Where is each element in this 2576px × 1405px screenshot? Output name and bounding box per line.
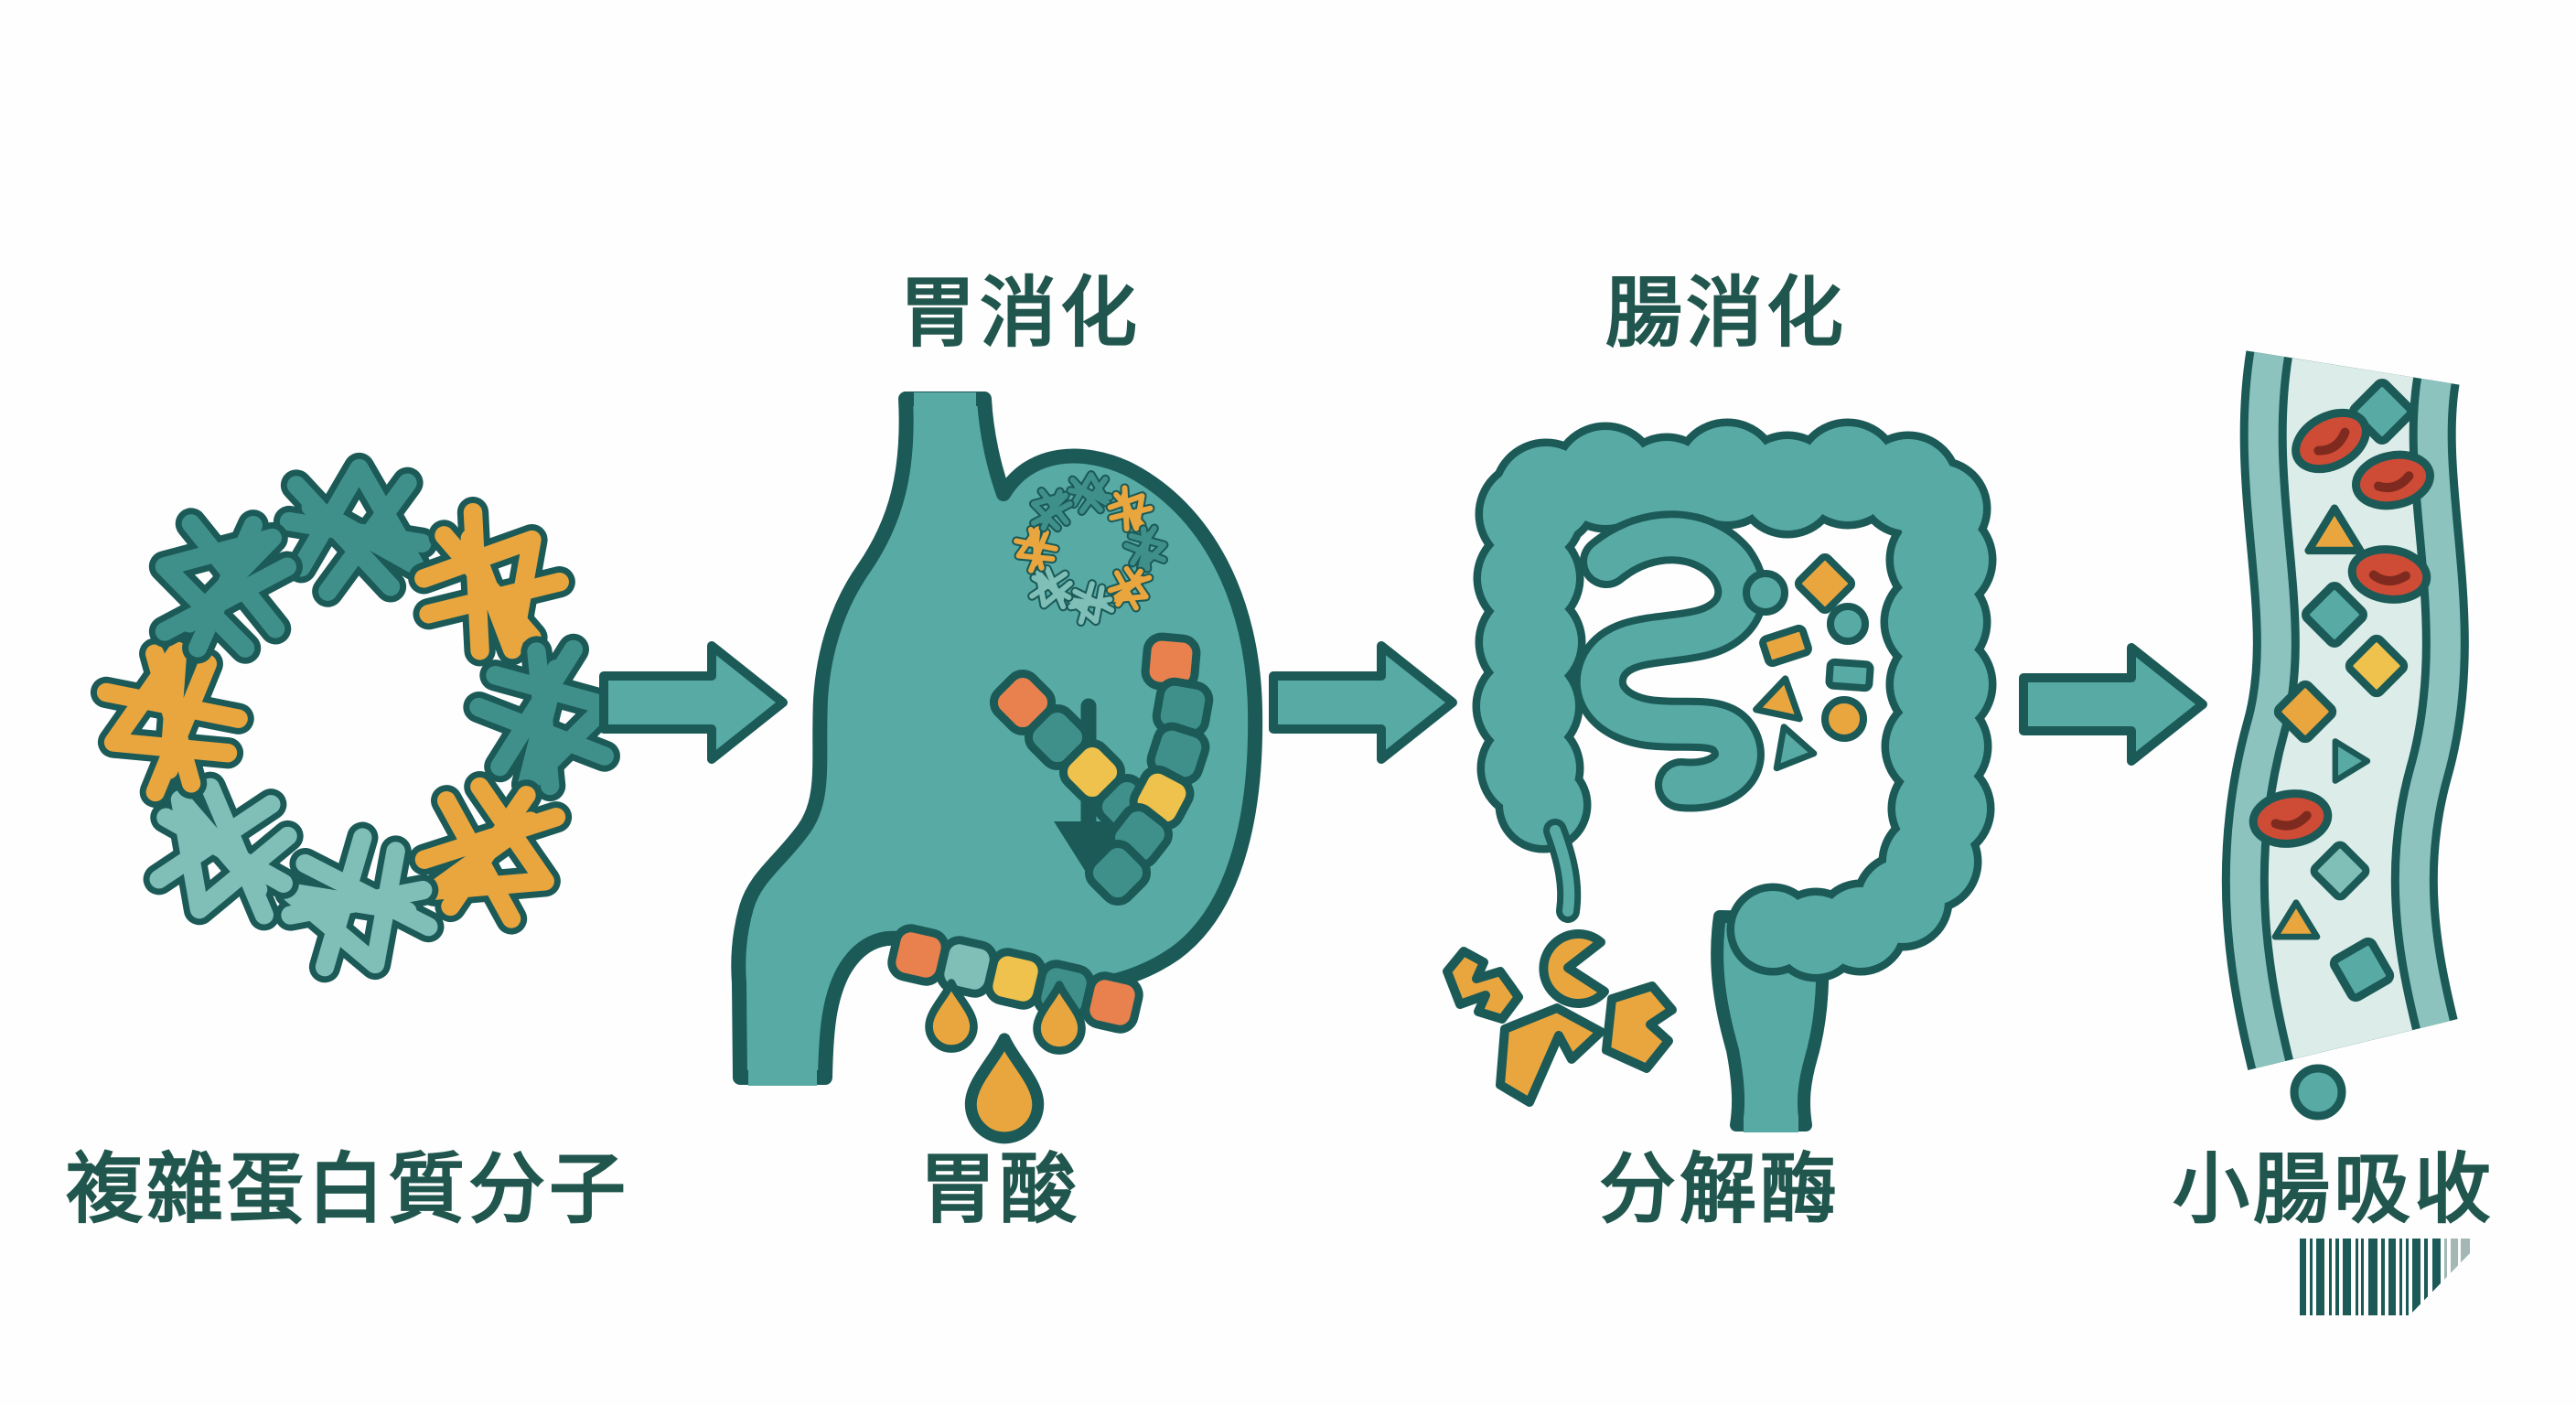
barcode	[2300, 1239, 2474, 1317]
small-intestine-coil	[1572, 510, 1768, 812]
arrow-right-icon	[2023, 648, 2203, 761]
arrow-right-icon	[1273, 646, 1453, 759]
stomach-acid-caption: 胃酸	[918, 1144, 1081, 1234]
esophagus-opening	[914, 392, 976, 407]
arrow-right-icon	[604, 646, 783, 759]
protein-knot-ball-icon	[87, 468, 622, 985]
colon-fill	[1480, 426, 1989, 974]
intestinal-digestion-title: 腸消化	[1605, 268, 1848, 358]
complex-protein-caption: 複雜蛋白質分子	[65, 1144, 630, 1234]
stomach-digestion-title: 胃消化	[898, 268, 1142, 358]
intestines-icon	[1472, 418, 1997, 1132]
acid-drops-icon	[929, 983, 1082, 1138]
stomach-icon	[731, 391, 1263, 1086]
blood-vessel-icon	[2221, 350, 2469, 1121]
enzymes-caption: 分解酶	[1598, 1144, 1841, 1234]
absorption-caption: 小腸吸收	[2172, 1144, 2496, 1234]
duodenum-opening	[748, 1070, 817, 1086]
digested-particles	[1743, 552, 1874, 774]
nutrient-dot	[2290, 1064, 2346, 1121]
enzyme-fragments-icon	[1443, 928, 1677, 1107]
appendix	[1543, 819, 1582, 923]
